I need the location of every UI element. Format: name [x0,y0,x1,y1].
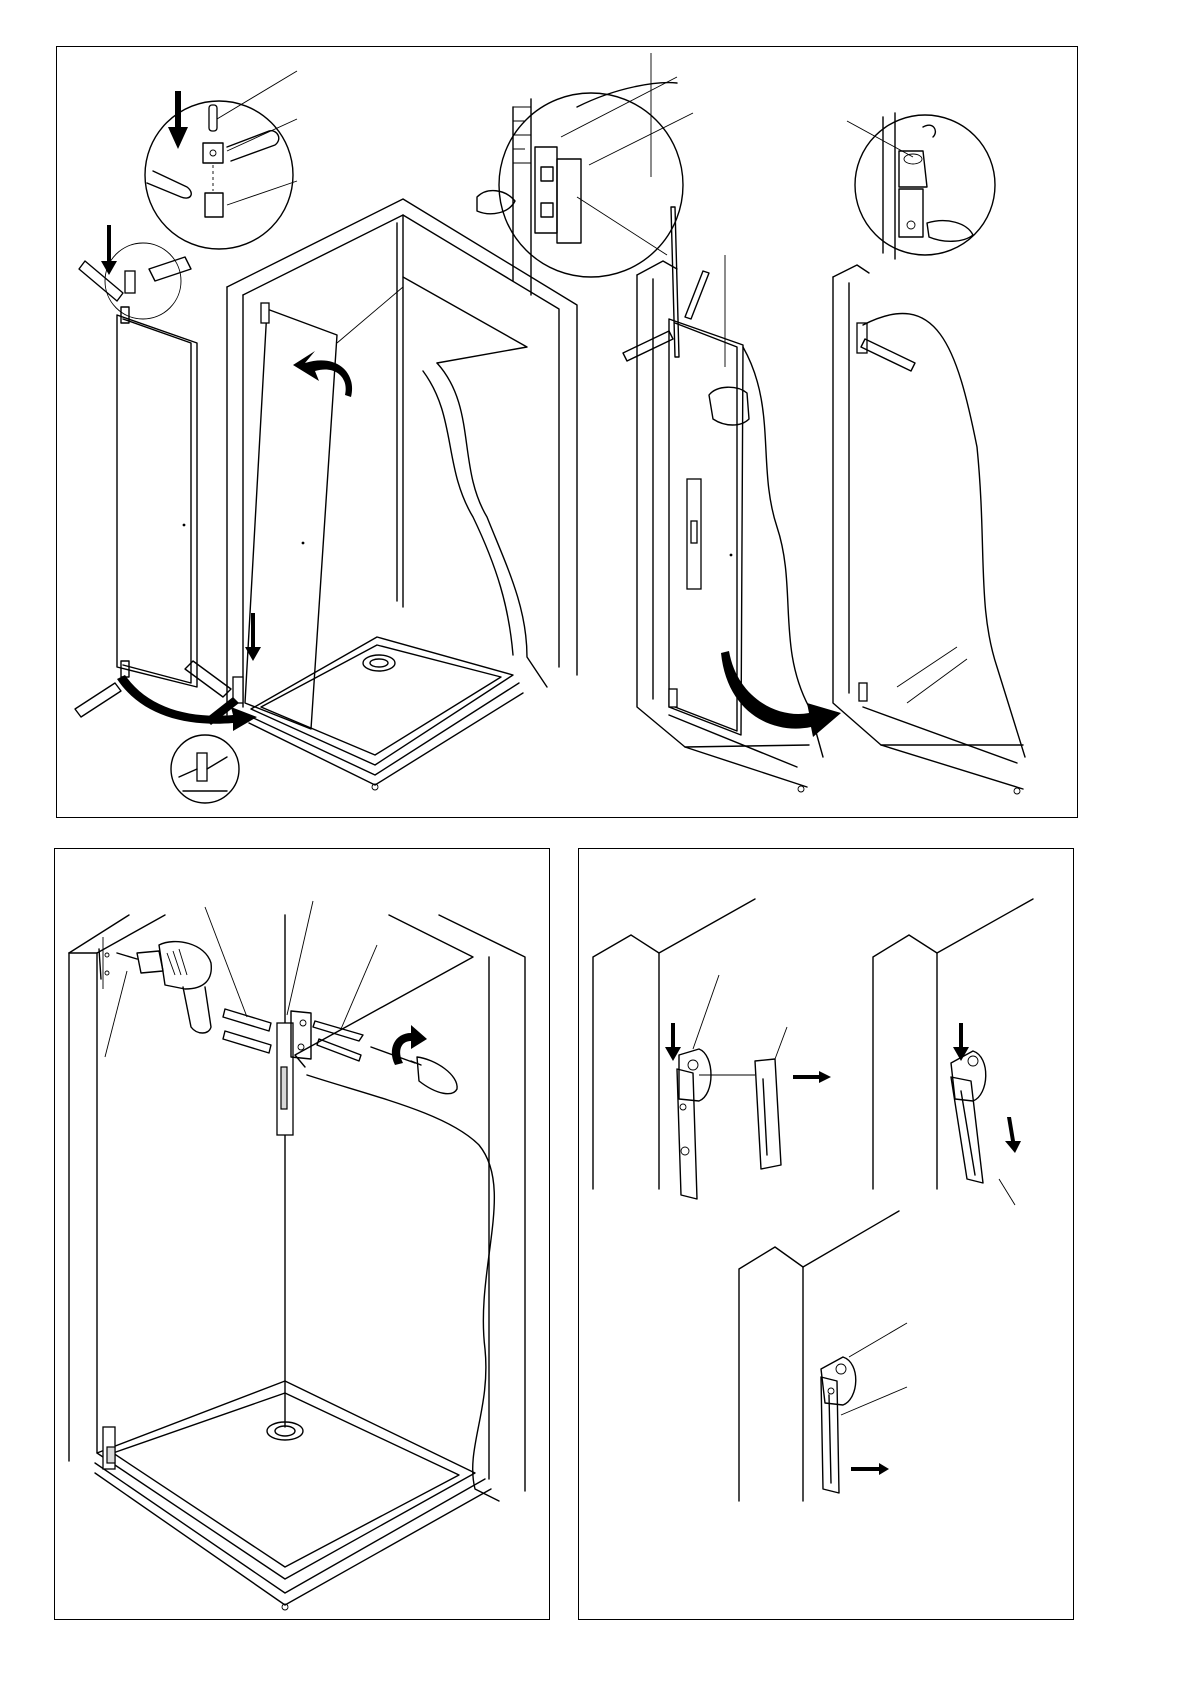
loose-door-top-hinge [79,225,191,323]
door-hanging-illustration [57,47,1079,819]
zoom-locked-top-hinge [847,113,995,259]
rotate-up-arrow-icon [293,351,352,397]
shower-corner-walls [69,915,525,1501]
shower-tray [95,1381,491,1610]
hinge-cover-step-c [739,1211,907,1501]
zoom-hinge-alignment [477,53,693,295]
wall-plugs [205,907,271,1053]
swing-door-arrow-icon [721,651,841,737]
hinge-cover-step-a [593,899,831,1199]
loose-door-panel [117,315,197,687]
fixing-screws [313,945,377,1061]
zoom-bottom-hinge [171,735,239,803]
wall-profile-with-hinge [277,901,313,1135]
shower-enclosure-middle [623,207,841,792]
loose-door-bottom-hinge [75,661,129,717]
hinge-cover-illustration [579,849,1075,1621]
zoom-top-hinge-pin [145,71,297,249]
wall-profile-fixing-illustration [55,849,551,1621]
electric-drill-icon [99,937,211,1057]
shower-enclosure-right [833,265,1025,794]
bottom-wall-hinge [103,1427,115,1469]
screwdriver-icon [371,1025,457,1094]
hanging-door-glass [245,287,403,729]
panel-hinge-cover [578,848,1074,1620]
rotate-screw-arrow-icon [392,1025,427,1065]
panel-door-hanging [56,46,1078,818]
hinge-cover-step-b [873,899,1033,1205]
panel-wall-profile-fixing [54,848,550,1620]
